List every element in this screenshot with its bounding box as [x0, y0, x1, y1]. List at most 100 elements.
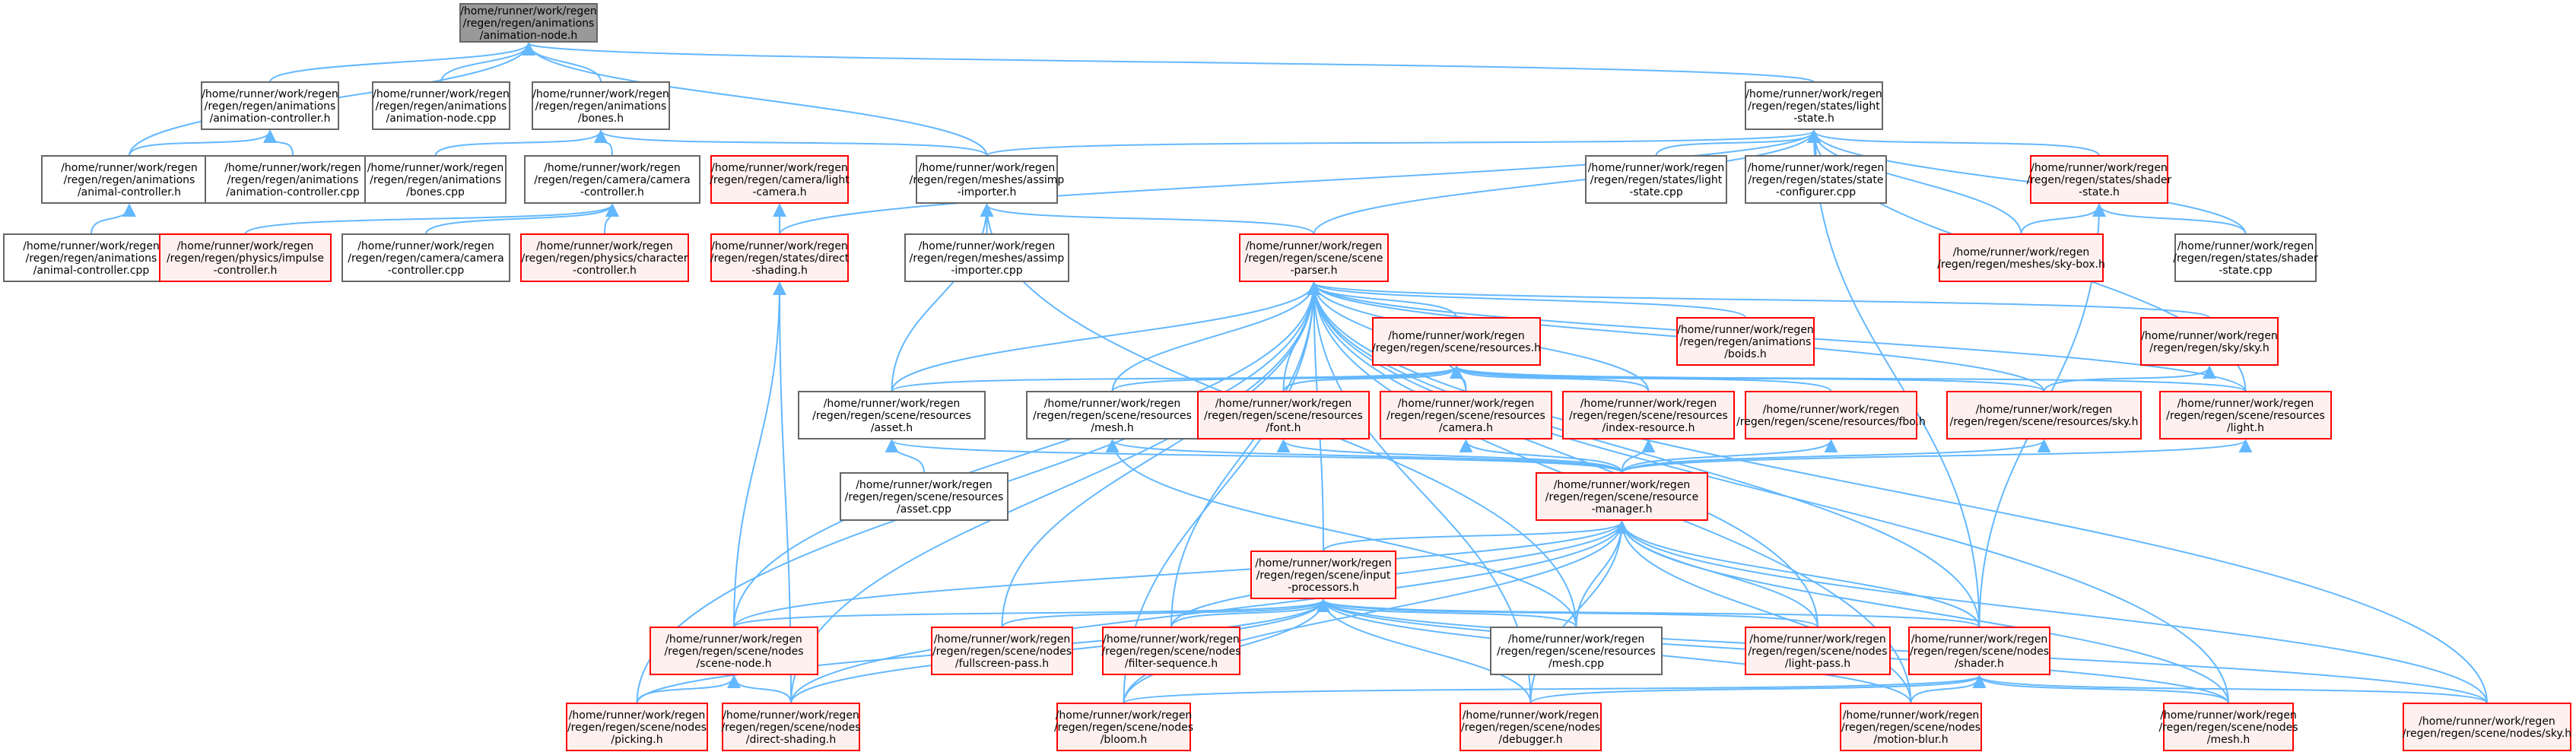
file-node[interactable]: /home/runner/work/regen/regen/regen/stat… [1745, 155, 1887, 204]
node-label-line: /home/runner/work/regen [2177, 398, 2314, 410]
file-node[interactable]: /home/runner/work/regen/regen/regen/anim… [364, 155, 507, 204]
node-label-line: /home/runner/work/regen [2419, 716, 2555, 728]
node-label-line: /home/runner/work/regen [934, 633, 1071, 646]
node-label-line: /regen/regen/scene/scene [1245, 252, 1383, 265]
file-node[interactable]: /home/runner/work/regen/regen/regen/stat… [710, 233, 850, 282]
file-node[interactable]: /home/runner/work/regen/regen/regen/scen… [1840, 703, 1982, 751]
node-box [1372, 317, 1541, 366]
file-node[interactable]: /home/runner/work/regen/regen/regen/scen… [1026, 391, 1199, 439]
file-node[interactable]: /home/runner/work/regen/regen/regen/scen… [931, 627, 1073, 675]
dependency-edge [885, 439, 1623, 474]
file-node[interactable]: /home/runner/work/regen/regen/regen/anim… [372, 81, 510, 130]
file-node[interactable]: /home/runner/work/regen/regen/regen/anim… [1676, 317, 1815, 366]
node-label-line: /home/runner/work/regen [665, 633, 802, 646]
file-node[interactable]: /home/runner/work/regen/regen/regen/scen… [1197, 391, 1370, 439]
dependency-edge [1615, 520, 1912, 704]
node-label-line: -camera.h [752, 186, 806, 198]
file-node[interactable]: /home/runner/work/regen/regen/regen/scen… [2159, 391, 2332, 439]
file-node[interactable]: /home/runner/work/regen/regen/regen/anim… [532, 81, 670, 130]
file-node[interactable]: /home/runner/work/regen/regen/regen/came… [524, 155, 700, 204]
file-node[interactable]: /home/runner/work/regen/regen/regen/stat… [1585, 155, 1727, 204]
node-box [1197, 391, 1370, 439]
node-label-line: /regen/regen/scene/nodes [1461, 722, 1600, 734]
file-node[interactable]: /home/runner/work/regen/regen/regen/mesh… [904, 233, 1069, 282]
node-label-line: /bones.h [578, 113, 624, 125]
root-file-node[interactable]: /home/runner/work/regen/regen/regen/anim… [459, 3, 598, 43]
node-box [1562, 391, 1735, 439]
node-label-line: /picking.h [611, 734, 662, 746]
file-node[interactable]: /home/runner/work/regen/regen/regen/came… [710, 155, 850, 204]
file-node[interactable]: /home/runner/work/regen/regen/regen/sky/… [2140, 317, 2279, 366]
file-node[interactable]: /home/runner/work/regen/regen/regen/scen… [1536, 472, 1708, 521]
file-node[interactable]: /home/runner/work/regen/regen/regen/scen… [1239, 233, 1389, 282]
file-node[interactable]: /home/runner/work/regen/regen/regen/scen… [1490, 627, 1663, 675]
node-label-line: /home/runner/work/regen [1749, 633, 1886, 646]
file-node[interactable]: /home/runner/work/regen/regen/regen/scen… [798, 391, 986, 439]
file-node[interactable]: /home/runner/work/regen/regen/regen/scen… [1946, 391, 2142, 439]
file-node[interactable]: /home/runner/work/regen/regen/regen/scen… [1380, 391, 1552, 439]
node-label-line: /animation-controller.cpp [226, 186, 360, 198]
node-label-line: /regen/regen/states/direct [710, 252, 850, 265]
dependency-edge [891, 203, 994, 392]
node-label-line: /home/runner/work/regen [1508, 633, 1645, 646]
node-label-line: -importer.h [958, 186, 1017, 198]
file-node[interactable]: /home/runner/work/regen/regen/regen/scen… [2403, 703, 2571, 751]
dependency-edge [1170, 281, 1321, 628]
node-label-line: /regen/regen/sky/sky.h [2149, 342, 2269, 354]
file-node[interactable]: /home/runner/work/regen/regen/regen/scen… [1908, 627, 2050, 675]
file-node[interactable]: /home/runner/work/regen/regen/regen/came… [341, 233, 510, 282]
node-label-line: /home/runner/work/regen [919, 240, 1056, 252]
file-node[interactable]: /home/runner/work/regen/regen/regen/scen… [1054, 703, 1193, 751]
file-node[interactable]: /home/runner/work/regen/regen/regen/anim… [205, 155, 381, 204]
node-label-line: /home/runner/work/regen [824, 398, 961, 410]
dependency-edge [1621, 439, 2253, 474]
file-node[interactable]: /home/runner/work/regen/regen/regen/stat… [1745, 81, 1883, 130]
dependency-edge [1276, 439, 1623, 474]
file-node[interactable]: /home/runner/work/regen/regen/regen/mesh… [910, 155, 1065, 204]
node-label-line: /home/runner/work/regen [1843, 709, 1980, 722]
node-label-line: /home/runner/work/regen [1056, 709, 1193, 722]
file-node[interactable]: /home/runner/work/regen/regen/regen/stat… [2027, 155, 2172, 204]
file-node[interactable]: /home/runner/work/regen/regen/regen/scen… [650, 627, 818, 675]
node-label-line: /home/runner/work/regen [919, 162, 1056, 174]
node-label-line: /home/runner/work/regen [2177, 240, 2314, 252]
node-label-line: /asset.cpp [897, 503, 951, 516]
node-box [2030, 155, 2168, 204]
file-node[interactable]: /home/runner/work/regen/regen/regen/scen… [840, 472, 1008, 521]
file-node[interactable]: /home/runner/work/regen/regen/regen/scen… [1460, 703, 1602, 751]
file-node[interactable]: /home/runner/work/regen/regen/regen/anim… [3, 233, 179, 282]
node-box [1536, 472, 1708, 521]
file-node[interactable]: /home/runner/work/regen/regen/regen/scen… [1250, 551, 1396, 599]
node-box [722, 703, 860, 751]
file-node[interactable]: /home/runner/work/regen/regen/regen/scen… [566, 703, 708, 751]
file-node[interactable]: /home/runner/work/regen/regen/regen/scen… [1101, 627, 1241, 675]
file-node[interactable]: /home/runner/work/regen/regen/regen/scen… [1736, 391, 1926, 439]
file-node[interactable]: /home/runner/work/regen/regen/regen/scen… [1745, 627, 1891, 675]
edge-layer [91, 42, 2488, 704]
file-node[interactable]: /home/runner/work/regen/regen/regen/stat… [2173, 233, 2318, 282]
dependency-edge [727, 674, 792, 704]
node-label-line: /home/runner/work/regen [1588, 162, 1725, 174]
node-label-line: /animation-controller.h [210, 113, 331, 125]
node-label-line: /regen/regen/physics/character [522, 252, 688, 265]
node-label-line: /animal-controller.h [78, 186, 181, 198]
file-node[interactable]: /home/runner/work/regen/regen/regen/anim… [41, 155, 218, 204]
file-node[interactable]: /home/runner/work/regen/regen/regen/phys… [159, 233, 332, 282]
node-label-line: /regen/regen/scene/nodes [664, 646, 803, 658]
file-node[interactable]: /home/runner/work/regen/regen/regen/mesh… [1937, 233, 2105, 282]
node-label-line: /regen/regen/camera/light [710, 174, 850, 186]
node-label-line: /home/runner/work/regen [2160, 709, 2297, 722]
file-node[interactable]: /home/runner/work/regen/regen/regen/scen… [1562, 391, 1735, 439]
file-node[interactable]: /home/runner/work/regen/regen/regen/phys… [520, 233, 689, 282]
node-label-line: /home/runner/work/regen [1745, 88, 1882, 100]
node-label-line: /home/runner/work/regen [1103, 633, 1240, 646]
file-node[interactable]: /home/runner/work/regen/regen/regen/scen… [2158, 703, 2298, 751]
node-label-line: /home/runner/work/regen [224, 162, 361, 174]
file-node[interactable]: /home/runner/work/regen/regen/regen/scen… [721, 703, 861, 751]
file-node[interactable]: /home/runner/work/regen/regen/regen/scen… [1372, 317, 1541, 366]
node-box [524, 155, 700, 204]
dependency-edge [1615, 520, 1980, 628]
file-node[interactable]: /home/runner/work/regen/regen/regen/anim… [201, 81, 339, 130]
node-label-line: /home/runner/work/regen [61, 162, 198, 174]
node-label-line: /regen/regen/animations [64, 174, 195, 186]
